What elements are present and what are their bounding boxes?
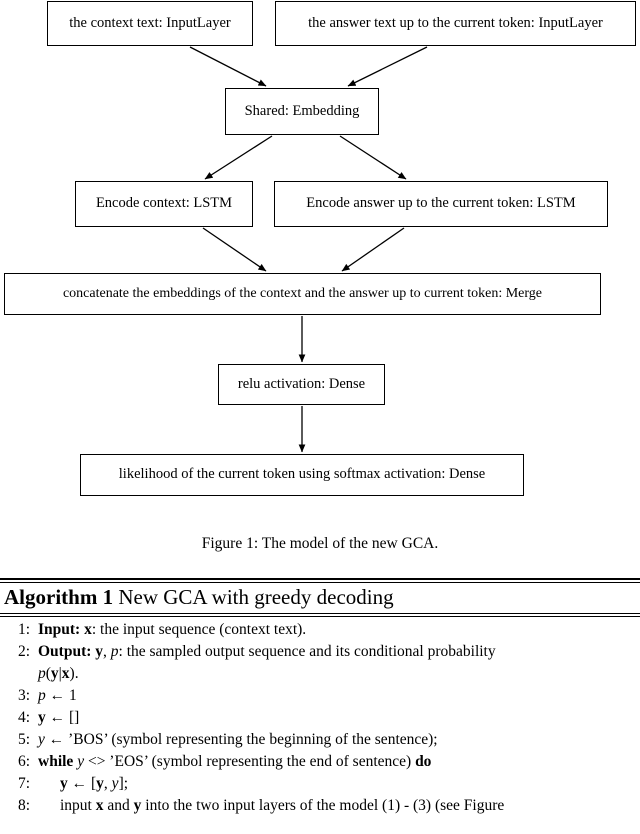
algorithm-step: 3: p ← 1 bbox=[0, 685, 640, 707]
algorithm-text-fragment: p bbox=[38, 664, 46, 682]
algorithm-text-fragment: y bbox=[60, 774, 68, 792]
algorithm-title: Algorithm 1 New GCA with greedy decoding bbox=[0, 583, 640, 613]
diagram-connectors bbox=[189, 46, 428, 453]
node-encode-answer-lstm-label: Encode answer up to the current token: L… bbox=[306, 195, 576, 212]
edge-encode-context-to-merge bbox=[202, 227, 267, 272]
algorithm-text-fragment: and bbox=[103, 796, 134, 814]
algorithm-step-number: 6: bbox=[17, 752, 30, 770]
algorithm-step-text: y ← [] bbox=[38, 707, 640, 729]
node-relu-dense: relu activation: Dense bbox=[218, 364, 385, 405]
algorithm-step: 7:y ← [y, y]; bbox=[0, 773, 640, 795]
algorithm-step-text: y ← ’BOS’ (symbol representing the begin… bbox=[38, 729, 640, 751]
algorithm-text-fragment: ). bbox=[69, 664, 79, 682]
algorithm-text-fragment: p bbox=[38, 686, 46, 704]
algorithm-text-fragment: y bbox=[38, 730, 45, 748]
algorithm-step-number: 4: bbox=[17, 708, 30, 726]
algorithm-step-text: input x and y into the two input layers … bbox=[38, 795, 640, 817]
edge-context-to-embedding bbox=[189, 46, 267, 87]
node-answer-input-layer-label: the answer text up to the current token:… bbox=[308, 14, 603, 31]
algorithm-text-fragment: y bbox=[50, 664, 59, 682]
node-context-input-layer-label: the context text: InputLayer bbox=[69, 14, 231, 31]
algorithm-step: 5: y ← ’BOS’ (symbol representing the beg… bbox=[0, 729, 640, 751]
algorithm-text-fragment: Output: bbox=[38, 642, 92, 660]
algorithm-top-rule-thin bbox=[0, 581, 640, 583]
algorithm-mid-rule-gap bbox=[0, 613, 640, 616]
algorithm-step: 8: input x and y into the two input layer… bbox=[0, 795, 640, 817]
algorithm-step-number: 7: bbox=[17, 774, 30, 792]
algorithm-text-fragment: input bbox=[60, 796, 96, 814]
algorithm-text-fragment: : the sampled output sequence and its co… bbox=[118, 642, 496, 660]
algorithm-text-fragment: p bbox=[110, 642, 119, 660]
node-shared-embedding-label: Shared: Embedding bbox=[244, 102, 360, 119]
algorithm-text-fragment: x bbox=[95, 796, 104, 814]
figure-caption: Figure 1: The model of the new GCA. bbox=[201, 535, 439, 552]
algorithm-text-fragment: x bbox=[84, 620, 92, 638]
algorithm-text-fragment: x bbox=[61, 664, 70, 682]
node-relu-dense-label: relu activation: Dense bbox=[237, 375, 366, 392]
edge-answer-to-embedding bbox=[347, 46, 428, 87]
algorithm-step-number: 1: bbox=[17, 620, 30, 638]
algorithm-text-fragment: ← 1 bbox=[45, 686, 77, 704]
algorithm-text-fragment: while bbox=[38, 752, 74, 770]
algorithm-text-fragment: y bbox=[96, 774, 104, 792]
algorithm-step: 6: while y <> ’EOS’ (symbol representing … bbox=[0, 751, 640, 773]
algorithm-text-fragment: | bbox=[58, 664, 62, 682]
edge-embedding-to-encode-answer bbox=[339, 135, 407, 180]
algorithm-text-fragment: ← [] bbox=[45, 708, 80, 726]
algorithm-text-fragment: ]; bbox=[118, 774, 129, 792]
algorithm-mid-rule-thin-2 bbox=[0, 615, 640, 617]
algorithm-step-text: y ← [y, y]; bbox=[38, 773, 640, 795]
algorithm-step-text: p ← 1 bbox=[38, 685, 640, 707]
algorithm-text-fragment: y bbox=[133, 796, 142, 814]
algorithm-text-fragment: ( bbox=[45, 664, 51, 682]
algorithm-step-text: Input: x: the input sequence (context te… bbox=[38, 619, 640, 641]
algorithm-step-number: 2: bbox=[17, 642, 30, 660]
algorithm-step-number: 5: bbox=[17, 730, 30, 748]
algorithm-title-text: New GCA with greedy decoding bbox=[118, 584, 394, 609]
algorithm-step: 4: y ← [] bbox=[0, 707, 640, 729]
algorithm-text-fragment: into the two input layers of the model (… bbox=[141, 796, 505, 814]
algorithm-text-fragment: y bbox=[77, 752, 85, 770]
algorithm-step: 2: Output: y, p: the sampled output seque… bbox=[0, 641, 640, 663]
algorithm-step-continuation: p(y|x). bbox=[0, 663, 640, 685]
figure-1: the context text: InputLayer the answer … bbox=[4, 1, 636, 552]
algorithm-step: 1: Input: x: the input sequence (context … bbox=[0, 619, 640, 641]
edge-encode-answer-to-merge bbox=[341, 227, 405, 272]
node-softmax-dense-label: likelihood of the current token using so… bbox=[118, 466, 486, 483]
algorithm-mid-rule-thin bbox=[0, 612, 640, 614]
algorithm-text-fragment: ← [ bbox=[67, 774, 97, 792]
node-encode-answer-lstm: Encode answer up to the current token: L… bbox=[274, 181, 608, 227]
edge-embedding-to-encode-context bbox=[204, 135, 273, 180]
algorithm-text-fragment: ← ’BOS’ (symbol representing the beginni… bbox=[44, 730, 438, 748]
algorithm-top-rule-gap bbox=[0, 580, 640, 582]
algorithm-text-fragment: : the input sequence (context text). bbox=[91, 620, 307, 638]
algorithm-text-fragment: , bbox=[103, 642, 111, 660]
node-softmax-dense: likelihood of the current token using so… bbox=[80, 454, 524, 496]
algorithm-text-fragment: y bbox=[95, 642, 104, 660]
algorithm-text-fragment: y bbox=[111, 774, 119, 792]
algorithm-text-fragment: do bbox=[415, 752, 432, 770]
algorithm-steps-list: 1:Input: x: the input sequence (context … bbox=[0, 617, 640, 817]
algorithm-top-rule-thick bbox=[0, 578, 640, 581]
node-answer-input-layer: the answer text up to the current token:… bbox=[275, 1, 636, 46]
node-merge: concatenate the embeddings of the contex… bbox=[4, 273, 601, 315]
algorithm-step-text: Output: y, p: the sampled output sequenc… bbox=[38, 641, 640, 663]
node-encode-context-lstm-label: Encode context: LSTM bbox=[95, 195, 233, 212]
node-encode-context-lstm: Encode context: LSTM bbox=[75, 181, 253, 227]
algorithm-block: Algorithm 1 New GCA with greedy decoding… bbox=[0, 578, 640, 817]
algorithm-step-number: 8: bbox=[17, 796, 30, 814]
node-context-input-layer: the context text: InputLayer bbox=[47, 1, 253, 46]
algorithm-text-fragment: y bbox=[38, 708, 46, 726]
algorithm-text-fragment: <> ’EOS’ (symbol representing the end of… bbox=[84, 752, 416, 770]
algorithm-text-fragment: , bbox=[103, 774, 112, 792]
algorithm-number-label: Algorithm 1 bbox=[4, 584, 114, 609]
algorithm-text-fragment: Input: bbox=[38, 620, 81, 638]
algorithm-step-number: 3: bbox=[17, 686, 30, 704]
algorithm-step-text: while y <> ’EOS’ (symbol representing th… bbox=[38, 751, 640, 773]
node-shared-embedding: Shared: Embedding bbox=[225, 88, 379, 135]
node-merge-label: concatenate the embeddings of the contex… bbox=[62, 286, 543, 302]
